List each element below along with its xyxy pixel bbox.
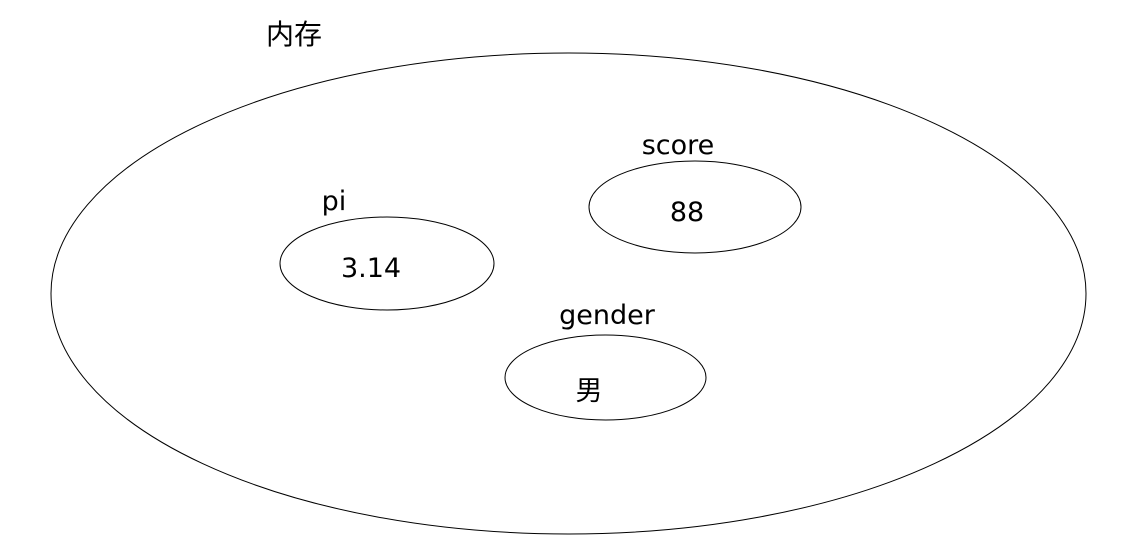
memory-container-label: 内存 [266,18,322,51]
variable-label-score: score [642,130,715,161]
variable-value-score: 88 [670,197,704,228]
variable-ellipse-score [589,161,801,253]
variable-ellipse-pi [280,217,494,310]
variable-value-gender: 男 [576,376,603,407]
memory-container-ellipse [51,53,1086,534]
variable-ellipse-gender [505,335,706,420]
variable-label-pi: pi [322,186,347,217]
variable-label-gender: gender [559,300,656,331]
variable-value-pi: 3.14 [341,253,401,284]
